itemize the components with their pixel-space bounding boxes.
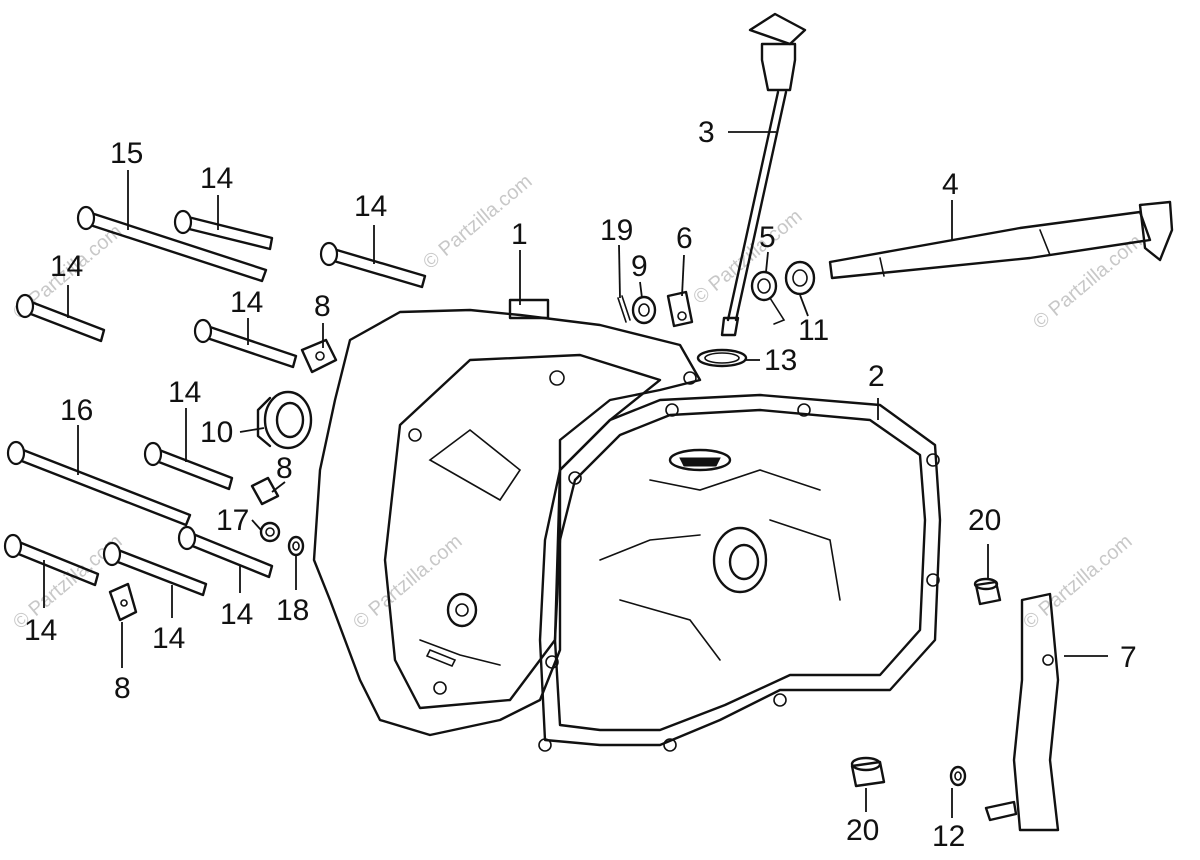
- callout-8: 8: [114, 672, 131, 705]
- callout-20: 20: [968, 504, 1001, 537]
- bolt-14-bottom-center: [102, 541, 208, 597]
- gasket-2: [538, 393, 942, 752]
- dipstick-3: [720, 12, 807, 337]
- callout-numbers: 15 14 14 14 14 8 1 3 4 19 6 5 9 11 13 2 …: [24, 116, 1137, 853]
- callout-13: 13: [764, 344, 797, 377]
- callout-19: 19: [600, 214, 633, 247]
- clip-8-lower: [108, 582, 138, 622]
- callout-6: 6: [676, 222, 693, 255]
- callout-14: 14: [168, 376, 201, 409]
- callout-12: 12: [932, 820, 965, 853]
- callout-14: 14: [152, 622, 185, 655]
- clip-8-upper: [300, 338, 338, 374]
- bolt-14-top-center: [319, 241, 427, 289]
- callout-3: 3: [698, 116, 715, 149]
- bracket-7: [984, 592, 1060, 832]
- pin-19: [617, 295, 631, 323]
- bolt-14-mid: [193, 318, 298, 369]
- leader-lines: [43, 131, 1108, 818]
- bolt-14-bottom-left: [3, 533, 100, 587]
- callout-9: 9: [631, 250, 648, 283]
- spring-5: [750, 270, 786, 325]
- callout-4: 4: [942, 168, 959, 201]
- callout-14: 14: [230, 286, 263, 319]
- callout-5: 5: [759, 221, 776, 254]
- bolt-16: [6, 440, 192, 527]
- nut-17: [259, 521, 281, 543]
- bolt-14-top-left: [173, 209, 274, 251]
- callout-2: 2: [868, 360, 885, 393]
- bolt-15: [76, 205, 268, 283]
- callout-20: 20: [846, 814, 879, 847]
- seal-11: [784, 260, 816, 296]
- callout-14: 14: [200, 162, 233, 195]
- callout-10: 10: [200, 416, 233, 449]
- washer-9: [631, 295, 657, 325]
- callout-14: 14: [220, 598, 253, 631]
- callout-17: 17: [216, 504, 249, 537]
- callout-18: 18: [276, 594, 309, 627]
- callout-1: 1: [511, 218, 528, 251]
- bolt-14-center-left: [143, 441, 234, 491]
- bolt-14-left: [15, 293, 106, 343]
- callout-11: 11: [798, 314, 829, 347]
- callout-16: 16: [60, 394, 93, 427]
- callout-8: 8: [276, 452, 293, 485]
- callout-7: 7: [1120, 641, 1137, 674]
- watermark-text: © Partzilla.com: [689, 205, 806, 308]
- dowel-pin-20-lower: [850, 756, 886, 788]
- callout-15: 15: [110, 137, 143, 170]
- callout-8: 8: [314, 290, 331, 323]
- watermark-text: © Partzilla.com: [1019, 530, 1136, 633]
- callout-14: 14: [354, 190, 387, 223]
- lever-4: [828, 200, 1174, 280]
- oil-seal-10: [256, 390, 313, 450]
- crankcase-interior: [599, 448, 841, 661]
- washer-18: [287, 535, 305, 557]
- washer-12: [949, 765, 967, 787]
- callout-14: 14: [24, 614, 57, 647]
- bolt-14-bottom-right: [177, 525, 274, 579]
- callout-14: 14: [50, 250, 83, 283]
- crankcase-cover-1: [312, 298, 702, 737]
- clip-8-middle: [250, 476, 280, 506]
- dowel-pin-20-upper: [973, 577, 1002, 606]
- o-ring-13: [696, 348, 748, 368]
- clip-6: [666, 290, 694, 328]
